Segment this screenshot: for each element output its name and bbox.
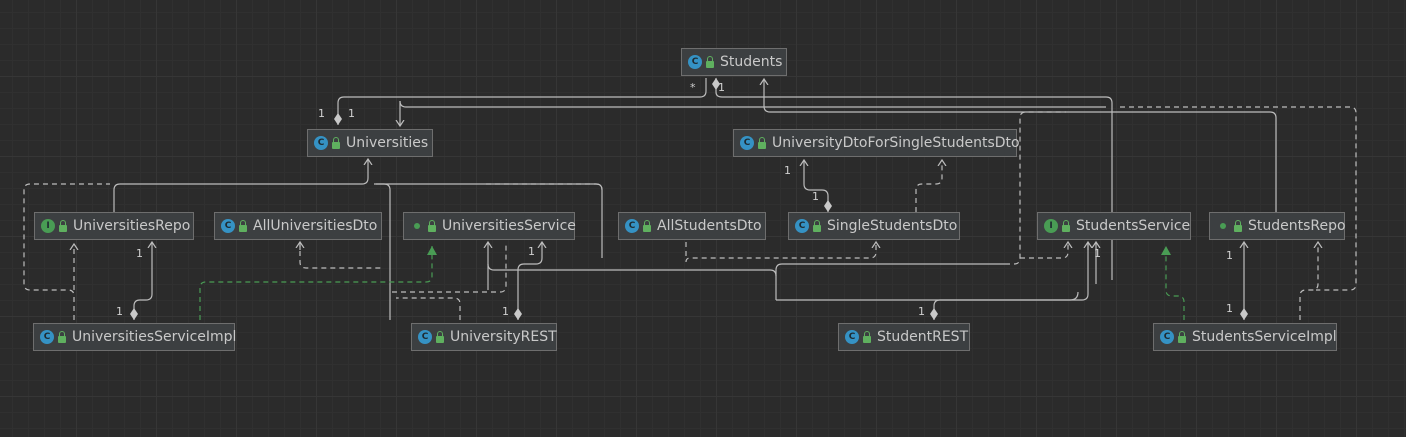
edge-students-universities [712, 78, 1113, 280]
edge-universities-students [334, 78, 707, 125]
lock-icon [239, 219, 247, 232]
lock-icon [1062, 219, 1070, 232]
class-icon: C [221, 219, 235, 233]
class-icon: C [1160, 330, 1174, 344]
lock-icon [1178, 330, 1186, 343]
lock-icon [58, 330, 66, 343]
node-label: UniversityDtoForSingleStudentsDto [772, 135, 1020, 151]
mult-label: 1 [718, 81, 725, 94]
class-icon: C [740, 136, 754, 150]
mult-label: 1 [116, 305, 123, 318]
node-label: StudentsRepo [1248, 218, 1346, 234]
class-all-universities-dto[interactable]: C AllUniversitiesDto [214, 212, 382, 240]
interface-icon: I [1044, 219, 1058, 233]
mult-label: 1 [784, 164, 791, 177]
edge-studrepo-students [770, 111, 1277, 212]
mult-label: 1 [918, 305, 925, 318]
lock-icon [813, 219, 821, 232]
mult-label: 1 [812, 190, 819, 203]
class-students-service-impl[interactable]: C StudentsServiceImpl [1153, 323, 1337, 351]
class-students[interactable]: C Students [681, 48, 787, 76]
class-university-rest[interactable]: C UniversityREST [411, 323, 557, 351]
edge-singlestud-univdto [804, 160, 828, 212]
interface-universities-service[interactable]: I UniversitiesService [403, 212, 576, 240]
lock-icon [706, 55, 714, 68]
lock-icon [59, 219, 67, 232]
class-all-students-dto[interactable]: C AllStudentsDto [618, 212, 766, 240]
class-icon: C [688, 55, 702, 69]
interface-universities-repo[interactable]: I UniversitiesRepo [34, 212, 194, 240]
node-label: AllUniversitiesDto [253, 218, 378, 234]
node-label: AllStudentsDto [657, 218, 762, 234]
edge-studimpl-realizes-studserv [1161, 246, 1185, 320]
class-student-rest[interactable]: C StudentREST [838, 323, 970, 351]
lock-icon [863, 330, 871, 343]
edge-studrest-studserv [930, 242, 1089, 320]
node-label: StudentsService [1076, 218, 1191, 234]
lock-icon [643, 219, 651, 232]
node-label: StudentsServiceImpl [1192, 329, 1337, 345]
class-icon: C [845, 330, 859, 344]
class-single-students-dto[interactable]: C SingleStudentsDto [788, 212, 960, 240]
class-icon: C [40, 330, 54, 344]
class-icon: C [314, 136, 328, 150]
interface-icon: I [414, 223, 420, 229]
edge-uniimpl-unirepo [134, 242, 152, 320]
mult-label: * [690, 81, 696, 94]
mult-label: 1 [528, 245, 535, 258]
edge-unirest-uniserv [518, 242, 542, 320]
node-label: Students [720, 54, 783, 70]
node-label: StudentREST [877, 329, 969, 345]
node-label: UniversitiesRepo [73, 218, 191, 234]
node-label: UniversityREST [450, 329, 557, 345]
interface-students-service[interactable]: I StudentsService [1037, 212, 1191, 240]
interface-icon: I [1220, 223, 1226, 229]
edge-students-uni-arrow [399, 100, 1106, 108]
lock-icon [436, 330, 444, 343]
interface-students-repo[interactable]: I StudentsRepo [1209, 212, 1346, 240]
mult-label: 1 [136, 247, 143, 260]
edge-unirest-universities [374, 183, 391, 320]
class-universities[interactable]: C Universities [307, 129, 433, 157]
mult-label: 1 [502, 305, 509, 318]
mult-label: 1 [318, 107, 325, 120]
class-university-dto-for-single-students-dto[interactable]: C UniversityDtoForSingleStudentsDto [733, 129, 1020, 157]
class-icon: C [418, 330, 432, 344]
node-label: Universities [346, 135, 429, 151]
lock-icon [332, 136, 340, 149]
mult-label: 1 [348, 107, 355, 120]
edge-unirepo-universities [113, 159, 368, 212]
node-label: SingleStudentsDto [827, 218, 958, 234]
edge-uniimpl-realizes-uniserv [199, 246, 437, 320]
interface-icon: I [41, 219, 55, 233]
lock-icon [1234, 219, 1242, 232]
node-label: UniversitiesServiceImpl [72, 329, 237, 345]
class-universities-service-impl[interactable]: C UniversitiesServiceImpl [33, 323, 236, 351]
lock-icon [758, 136, 766, 149]
mult-label: 1 [1226, 249, 1233, 262]
lock-icon [428, 219, 436, 232]
node-label: UniversitiesService [442, 218, 576, 234]
mult-label: 1 [1226, 302, 1233, 315]
class-icon: C [795, 219, 809, 233]
class-icon: C [625, 219, 639, 233]
mult-label: 1 [1094, 247, 1101, 260]
